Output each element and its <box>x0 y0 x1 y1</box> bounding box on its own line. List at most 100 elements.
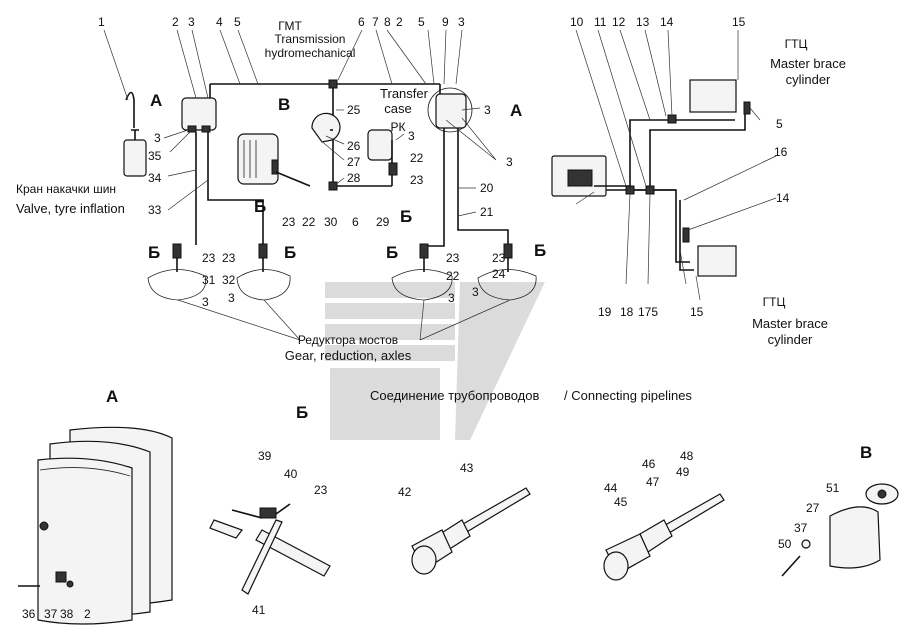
rk-label: РК <box>391 120 406 134</box>
callout: 23 <box>492 251 506 265</box>
tyre-inflation-valve <box>123 91 147 177</box>
axle-reducer-1 <box>147 243 207 301</box>
gear-label-ru: Редуктора мостов <box>298 333 398 347</box>
callout: 45 <box>614 495 628 509</box>
callout: 22 <box>446 269 460 283</box>
tyre-valve-label-en: Valve, tyre inflation <box>16 201 125 216</box>
reservoir-a-right <box>435 93 467 129</box>
view-letter: А <box>510 101 522 120</box>
callout: 33 <box>148 203 162 217</box>
view-letter: Б <box>296 403 308 422</box>
callout: 29 <box>376 215 390 229</box>
callout: 7 <box>372 15 379 29</box>
callout: 5 <box>234 15 241 29</box>
callout: 41 <box>252 603 266 617</box>
callout: 32 <box>222 273 236 287</box>
leader-lines <box>103 29 777 301</box>
callout: 25 <box>347 103 361 117</box>
callout: 3 <box>408 129 415 143</box>
callout: 36 <box>22 607 36 621</box>
reservoir-a-left <box>181 97 217 131</box>
gtc-top-ru: ГТЦ <box>785 37 808 51</box>
detail-v-breather <box>781 483 899 577</box>
callout: 27 <box>347 155 361 169</box>
transfer-label-2: case <box>384 101 411 116</box>
callout: 8 <box>384 15 391 29</box>
detail-pipe-connector-2 <box>603 493 725 581</box>
callout: 175 <box>638 305 658 319</box>
gmt-label-en-1: Transmission <box>275 32 346 46</box>
callout: 3 <box>188 15 195 29</box>
callout: 44 <box>604 481 618 495</box>
callout: 19 <box>598 305 612 319</box>
callout: 23 <box>446 251 460 265</box>
callout: 11 <box>594 15 607 29</box>
callout: 15 <box>690 305 704 319</box>
pipelines-label-ru: Соединение трубопроводов <box>370 388 539 403</box>
gtc-bottom-en-1: Master brace <box>752 316 828 331</box>
gtc-bottom-ru: ГТЦ <box>763 295 786 309</box>
callout: 34 <box>148 171 162 185</box>
callout: 15 <box>732 15 746 29</box>
callout: 42 <box>398 485 412 499</box>
left-circuit <box>123 79 537 341</box>
axle-reducer-2 <box>236 243 291 301</box>
breather-b <box>311 112 341 143</box>
callout: 3 <box>472 285 479 299</box>
callout: 5 <box>776 117 783 131</box>
callout: 50 <box>778 537 792 551</box>
view-letters: А А В Б Б Б Б Б Б Б А В <box>106 91 872 462</box>
callout: 23 <box>202 251 216 265</box>
callout: 3 <box>448 291 455 305</box>
view-letter: Б <box>284 243 296 262</box>
callout: 6 <box>358 15 365 29</box>
view-letter: Б <box>148 243 160 262</box>
callout: 22 <box>302 215 316 229</box>
callout: 38 <box>60 607 74 621</box>
gtc-bottom-en-2: cylinder <box>768 332 813 347</box>
axle-reducer-3 <box>391 243 453 301</box>
callout: 37 <box>44 607 58 621</box>
master-cylinder-bottom <box>697 245 737 277</box>
callout: 30 <box>324 215 338 229</box>
callout: 47 <box>646 475 660 489</box>
callout: 23 <box>282 215 296 229</box>
callout: 51 <box>826 481 840 495</box>
axle-reducer-4 <box>477 243 537 301</box>
transmission <box>237 133 279 185</box>
callout: 24 <box>492 267 506 281</box>
callout: 3 <box>154 131 161 145</box>
tyre-valve-label-ru: Кран накачки шин <box>16 182 116 196</box>
callout: 35 <box>148 149 162 163</box>
view-letter: Б <box>254 197 266 216</box>
callout: 28 <box>347 171 361 185</box>
callout: 18 <box>620 305 634 319</box>
view-letter: А <box>106 387 118 406</box>
callout: 16 <box>774 145 788 159</box>
callout: 3 <box>228 291 235 305</box>
callout: 26 <box>347 139 361 153</box>
callout: 3 <box>506 155 513 169</box>
gmt-label-ru: ГМТ <box>278 19 302 33</box>
view-letter: Б <box>534 241 546 260</box>
callout: 4 <box>216 15 223 29</box>
watermark-logo <box>325 282 545 440</box>
callout: 23 <box>222 251 236 265</box>
callout: 6 <box>352 215 359 229</box>
callout: 31 <box>202 273 216 287</box>
callout: 48 <box>680 449 694 463</box>
callout: 20 <box>480 181 494 195</box>
callout: 2 <box>172 15 179 29</box>
gtc-top-en-1: Master brace <box>770 56 846 71</box>
text-labels: ГМТ Transmission hydromechanical Transfe… <box>16 19 846 403</box>
master-cylinder-top <box>689 79 737 113</box>
transfer-label-1: Transfer <box>380 86 429 101</box>
callout: 3 <box>202 295 209 309</box>
callout: 40 <box>284 467 298 481</box>
callout: 46 <box>642 457 656 471</box>
gmt-label-en-2: hydromechanical <box>265 46 356 60</box>
gtc-top-en-2: cylinder <box>786 72 831 87</box>
detail-b-fitting <box>209 503 331 595</box>
callout: 27 <box>806 501 820 515</box>
